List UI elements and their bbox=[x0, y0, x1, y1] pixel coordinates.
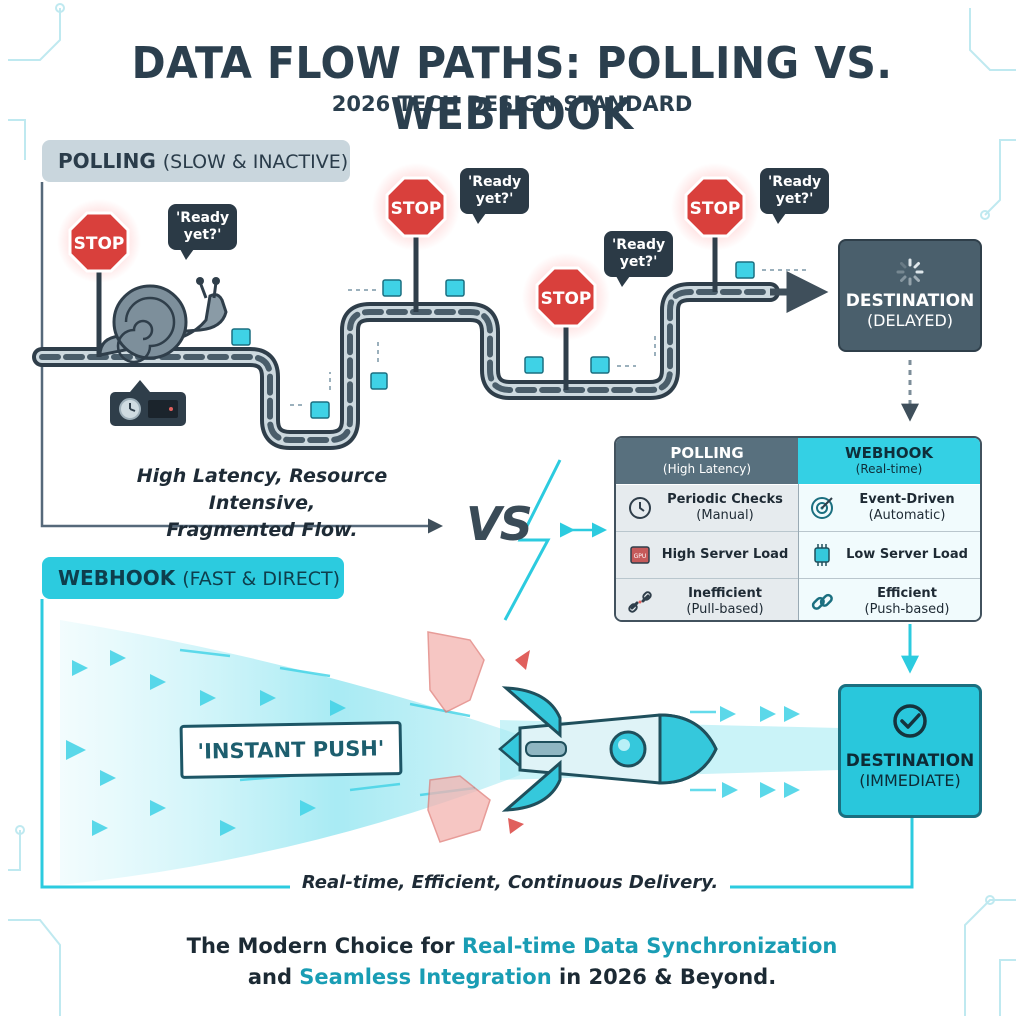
polling-tab-label: POLLING bbox=[58, 149, 156, 173]
destination-immediate-box: DESTINATION (IMMEDIATE) bbox=[838, 684, 982, 818]
page-subtitle: 2026 TECH DESIGN STANDARD bbox=[331, 92, 693, 116]
webhook-frame bbox=[40, 599, 914, 889]
target-icon bbox=[811, 497, 833, 519]
clock-icon bbox=[629, 497, 651, 519]
bubble-line: yet?' bbox=[475, 191, 514, 207]
cell-line1: High Server Load bbox=[661, 547, 789, 562]
bubble-line: yet?' bbox=[619, 254, 658, 270]
bubble-line: 'Ready bbox=[468, 174, 522, 190]
footer-highlight: Seamless Integration bbox=[299, 965, 552, 989]
webhook-tab-label: WEBHOOK bbox=[58, 566, 176, 590]
webhook-tab-sublabel: (FAST & DIRECT) bbox=[182, 568, 341, 590]
rocket-icon bbox=[498, 686, 718, 812]
cell-line1: Event-Driven bbox=[859, 492, 955, 507]
broken-wall-top bbox=[427, 631, 485, 713]
polling-frame bbox=[40, 182, 443, 534]
polling-pipeline bbox=[32, 282, 780, 450]
bubble-line: yet?' bbox=[775, 191, 814, 207]
header-title: POLLING bbox=[670, 444, 744, 462]
cell-line2: (Push-based) bbox=[864, 602, 950, 617]
comparison-table: POLLING (High Latency) WEBHOOK (Real-tim… bbox=[614, 436, 982, 622]
polling-caption-line2: Fragmented Flow. bbox=[166, 519, 358, 541]
column-divider bbox=[798, 484, 799, 620]
broken-link-icon bbox=[628, 591, 652, 613]
header-sub: (Real-time) bbox=[855, 462, 923, 476]
bubble-line: 'Ready bbox=[768, 174, 822, 190]
cell-line1: Low Server Load bbox=[846, 547, 968, 562]
stop-label: STOP bbox=[391, 199, 442, 219]
stop-label: STOP bbox=[690, 199, 741, 219]
bubble-line: yet?' bbox=[183, 227, 222, 243]
speech-bubble: 'Ready yet?' bbox=[168, 204, 238, 260]
polling-tab-sublabel: (SLOW & INACTIVE) bbox=[162, 151, 349, 173]
speech-bubble: 'Ready yet?' bbox=[760, 168, 830, 224]
lightning-icon bbox=[503, 459, 562, 621]
destination-immediate-sub: (IMMEDIATE) bbox=[859, 771, 961, 790]
speech-bubble: 'Ready yet?' bbox=[604, 231, 674, 287]
comparison-header-webhook: WEBHOOK (Real-time) bbox=[798, 438, 980, 484]
instant-push-banner: 'INSTANT PUSH' bbox=[179, 721, 403, 779]
footer-text-part: in 2026 & Beyond. bbox=[551, 965, 777, 989]
stop-sign: STOP bbox=[522, 253, 610, 390]
cell-line2: (Pull-based) bbox=[686, 602, 764, 617]
destination-delayed-sub: (DELAYED) bbox=[866, 311, 954, 330]
comparison-header-polling: POLLING (High Latency) bbox=[616, 438, 798, 484]
footer-text-part: The Modern Choice for bbox=[186, 934, 462, 958]
polling-section-tab: POLLING (SLOW & INACTIVE) bbox=[42, 140, 350, 182]
page-title: DATA FLOW PATHS: POLLING VS. WEBHOOK bbox=[131, 38, 893, 140]
timer-device-icon bbox=[110, 380, 186, 426]
destination-immediate-title: DESTINATION bbox=[845, 751, 975, 771]
circuit-decoration bbox=[8, 3, 1016, 1016]
stop-sign: STOP bbox=[57, 199, 141, 357]
webhook-caption: Real-time, Efficient, Continuous Deliver… bbox=[290, 872, 730, 893]
stop-label: STOP bbox=[74, 234, 125, 254]
comparison-cell: Efficient(Push-based) bbox=[798, 579, 980, 620]
cell-line1: Efficient bbox=[877, 586, 937, 601]
webhook-section-tab: WEBHOOK (FAST & DIRECT) bbox=[42, 557, 344, 599]
link-icon bbox=[811, 593, 833, 610]
header-title: WEBHOOK bbox=[845, 444, 933, 462]
cell-line1: Periodic Checks bbox=[667, 492, 783, 507]
dotted-arrows bbox=[290, 269, 806, 406]
comparison-cell: Event-Driven(Automatic) bbox=[798, 485, 980, 531]
header-sub: (High Latency) bbox=[662, 462, 752, 476]
cpu-chip-icon bbox=[814, 544, 830, 566]
polling-caption: High Latency, Resource Intensive, Fragme… bbox=[82, 463, 442, 544]
broken-wall-bottom bbox=[427, 775, 491, 843]
destination-delayed-title: DESTINATION bbox=[845, 291, 975, 311]
stop-sign: STOP bbox=[671, 163, 759, 292]
comparison-cell: Low Server Load bbox=[798, 532, 980, 578]
bubble-line: 'Ready bbox=[612, 237, 666, 253]
destination-delayed-box: DESTINATION (DELAYED) bbox=[838, 239, 982, 352]
stop-sign: STOP bbox=[372, 163, 460, 312]
comparison-cell: Inefficient(Pull-based) bbox=[616, 579, 798, 620]
footer-text: The Modern Choice for Real-time Data Syn… bbox=[0, 931, 1024, 993]
polling-caption-line1: High Latency, Resource Intensive, bbox=[136, 465, 388, 514]
bubble-line: 'Ready bbox=[176, 210, 230, 226]
snail-icon bbox=[98, 277, 228, 364]
vs-label: VS bbox=[466, 497, 533, 551]
comparison-cell: GPU High Server Load bbox=[616, 532, 798, 578]
stop-label: STOP bbox=[541, 289, 592, 309]
data-packets bbox=[231, 261, 755, 419]
comparison-cell: Periodic Checks(Manual) bbox=[616, 485, 798, 531]
footer-text-part: and bbox=[247, 965, 300, 989]
loading-spinner-icon bbox=[896, 258, 924, 286]
gpu-chip-text: GPU bbox=[634, 553, 647, 560]
cell-line1: Inefficient bbox=[688, 586, 762, 601]
footer-highlight: Real-time Data Synchronization bbox=[461, 934, 838, 958]
gpu-chip-icon: GPU bbox=[630, 546, 650, 564]
check-circle-icon bbox=[893, 704, 927, 738]
webhook-stream bbox=[60, 620, 840, 885]
speech-bubble: 'Ready yet?' bbox=[460, 168, 530, 224]
cell-line2: (Manual) bbox=[696, 508, 754, 523]
cell-line2: (Automatic) bbox=[868, 508, 946, 523]
